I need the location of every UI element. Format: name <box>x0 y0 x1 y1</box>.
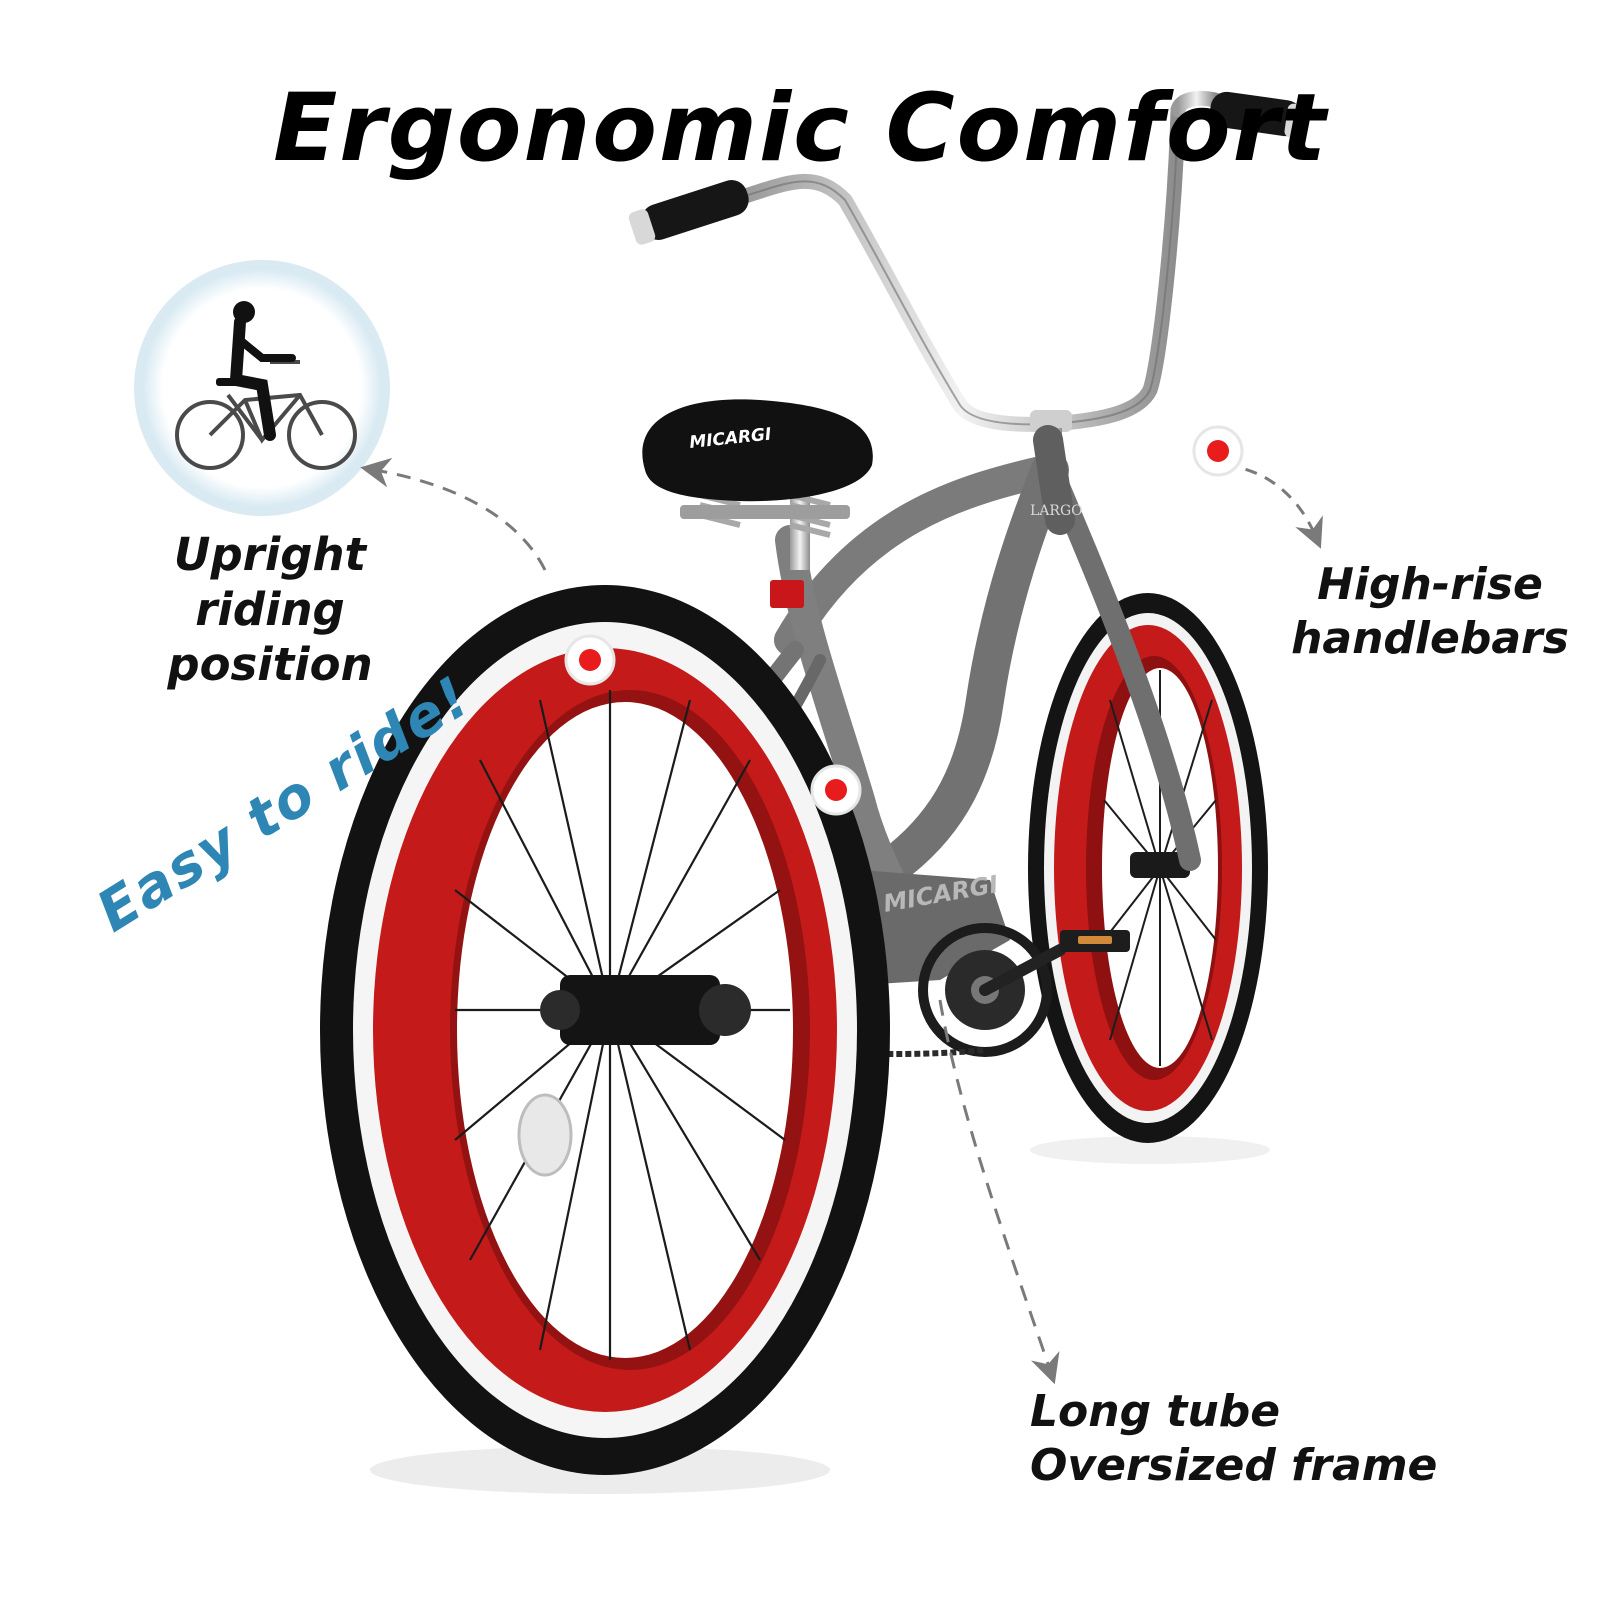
callout-line: position <box>167 637 373 691</box>
callout-high-rise-handlebars: High-rise handlebars <box>1280 558 1580 665</box>
hotspot-marker-icon[interactable] <box>1192 425 1244 477</box>
callout-upright-riding: Upright riding position <box>135 528 405 693</box>
ground-shadow <box>1030 1136 1270 1164</box>
hotspot-marker-icon[interactable] <box>564 634 616 686</box>
saddle: MICARGI <box>642 399 873 608</box>
dashed-arrow-icon <box>938 999 1060 1385</box>
headline: Ergonomic Comfort <box>273 74 1328 183</box>
model-name: LARGO <box>1030 503 1083 519</box>
callout-line: Long tube <box>1030 1386 1281 1437</box>
dashed-arrow-icon <box>1224 463 1323 549</box>
callout-line: handlebars <box>1291 612 1569 664</box>
callout-line: High-rise <box>1317 559 1543 610</box>
callout-line: riding <box>195 582 345 636</box>
handlebars <box>628 90 1306 468</box>
hotspot-marker-icon[interactable] <box>810 764 862 816</box>
near-wheel <box>320 585 890 1475</box>
callout-line: Upright <box>173 528 367 581</box>
dashed-arrow-icon <box>360 457 547 571</box>
upright-riding-badge <box>134 260 390 516</box>
rider-silhouette-icon <box>175 301 357 470</box>
callout-long-tube-frame: Long tube Oversized frame <box>1030 1385 1510 1492</box>
callout-line: Oversized frame <box>1030 1439 1438 1491</box>
far-wheel <box>1028 593 1268 1143</box>
